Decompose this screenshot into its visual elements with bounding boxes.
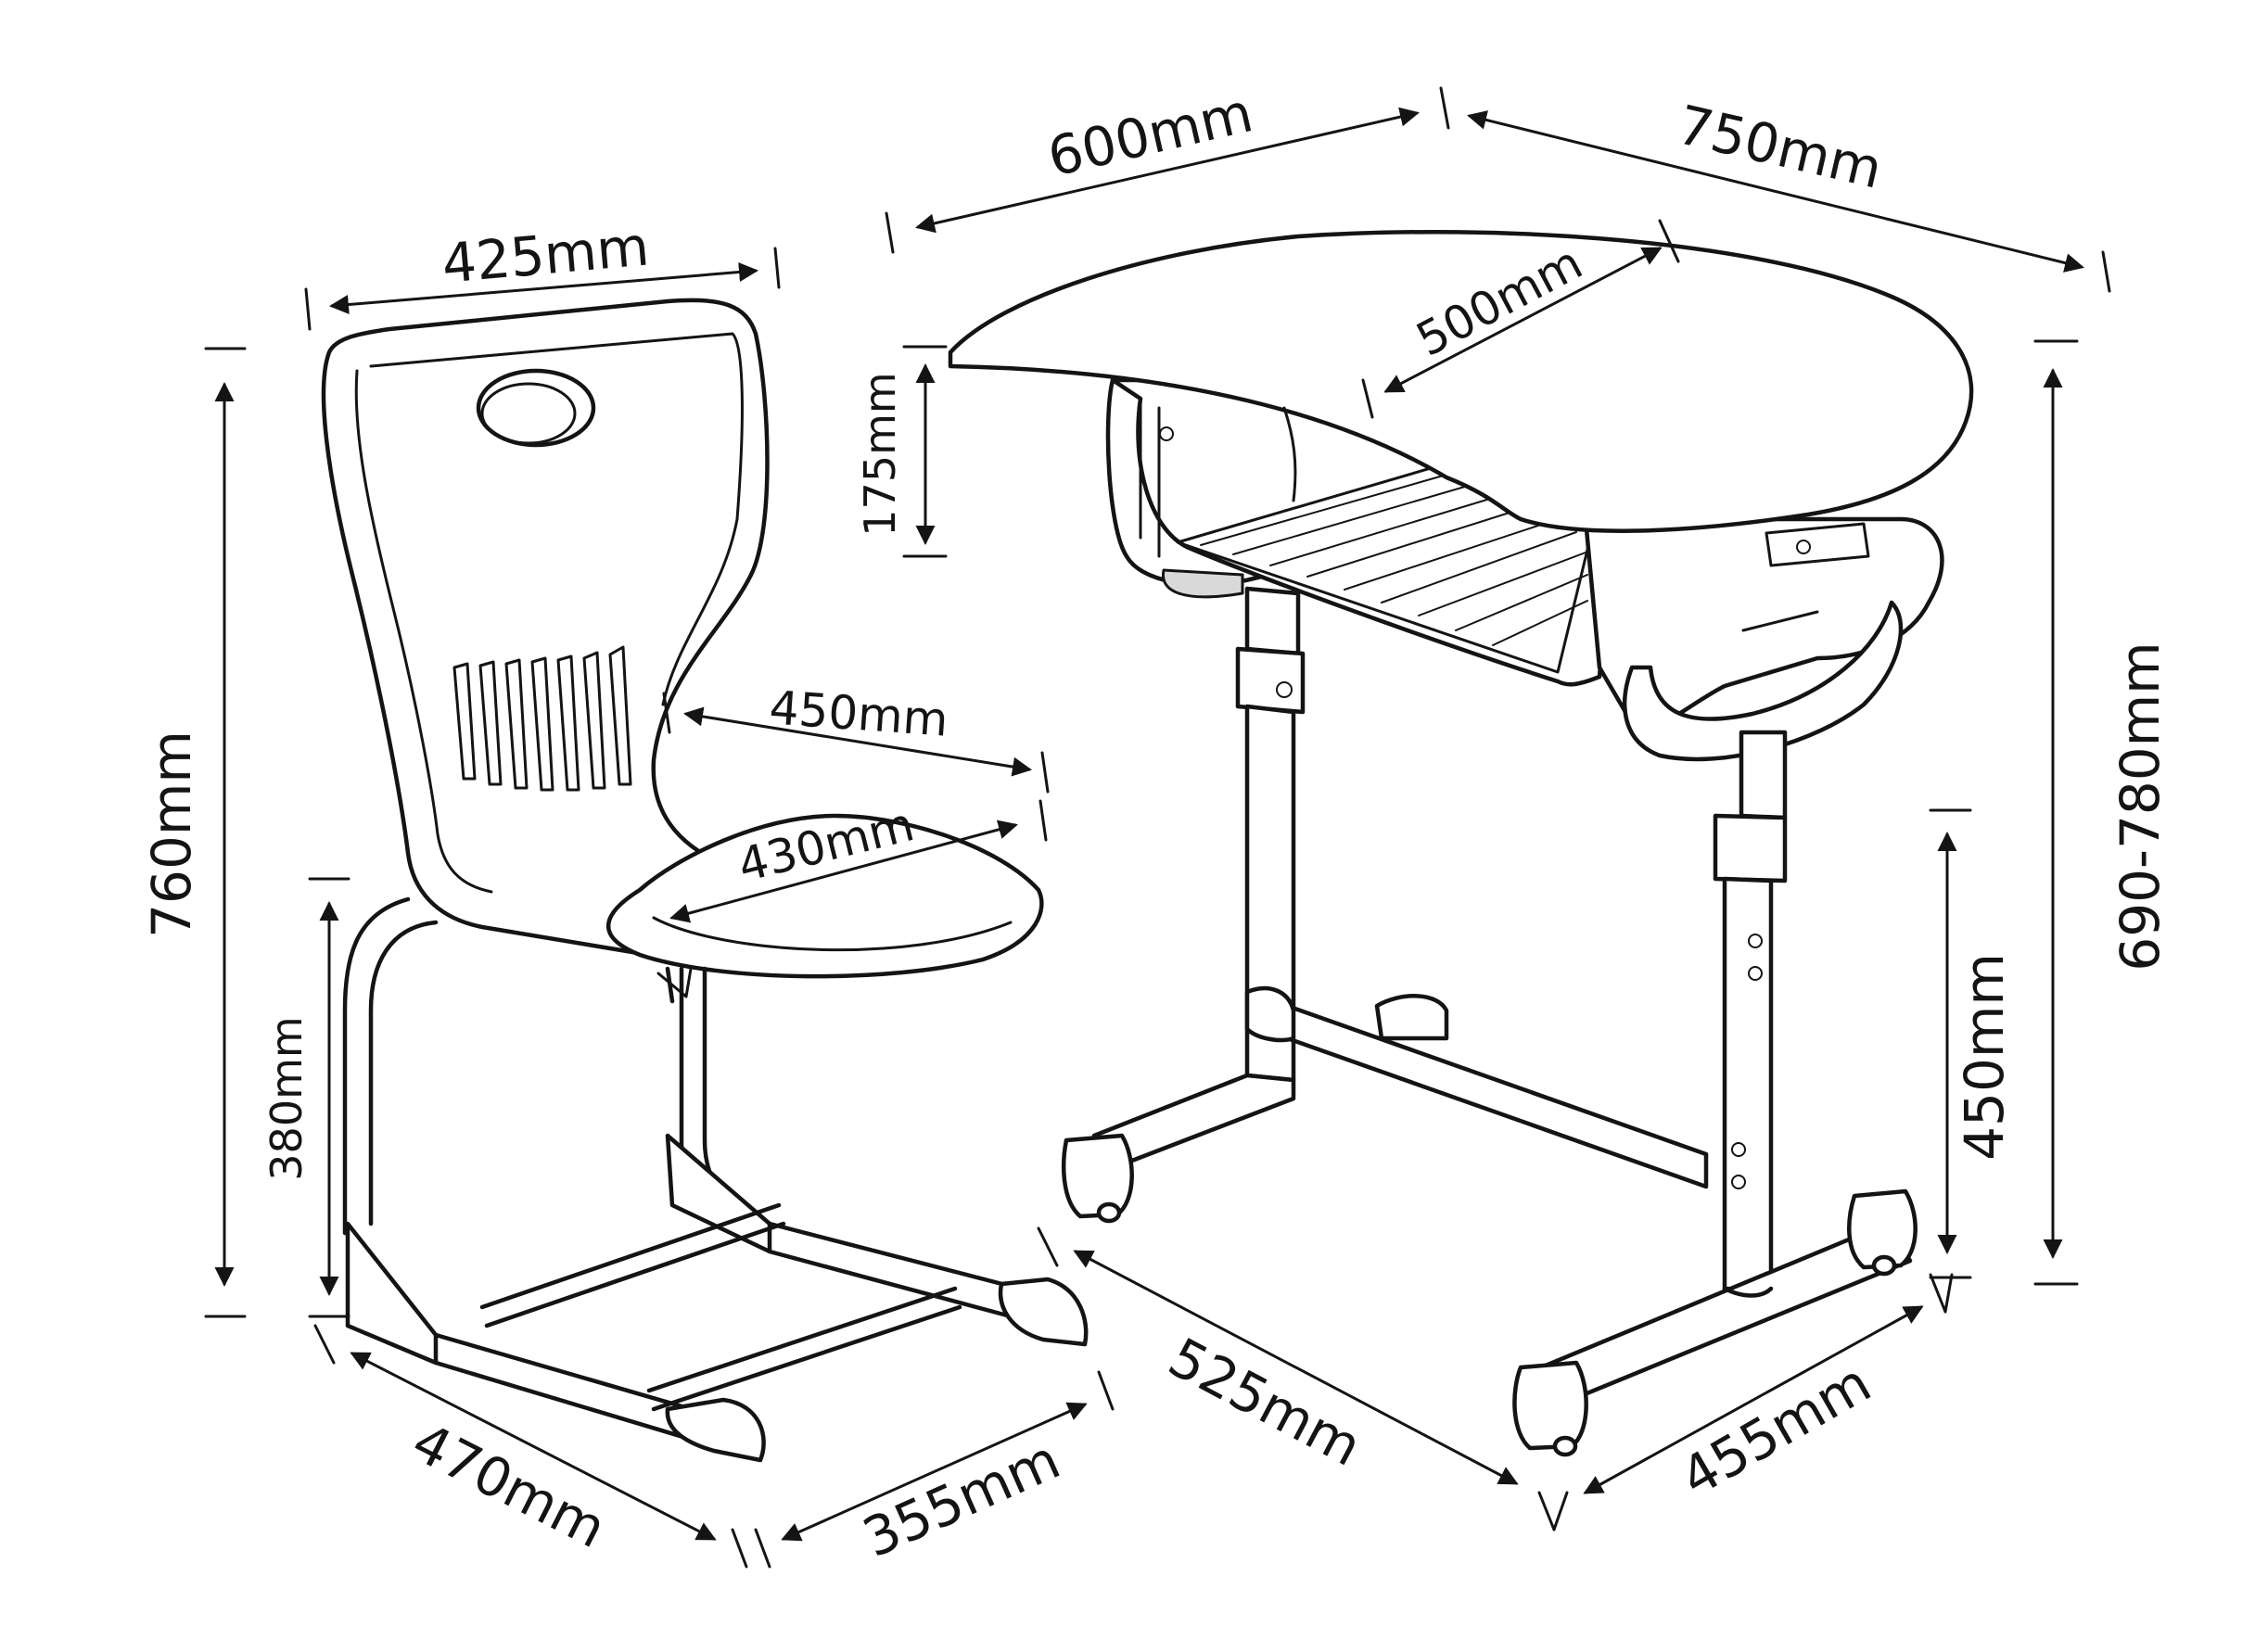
- chair-height-label: 760mm: [140, 731, 203, 938]
- desk-height-range-label: 690-780mm: [2109, 642, 2172, 971]
- chair-backrest-depth-label: 450mm: [768, 680, 949, 746]
- desk-leg-height-label: 450mm: [1953, 953, 2016, 1161]
- desk-dimension-lines: [885, 86, 2111, 1531]
- desk-base-length-label: 525mm: [1159, 1326, 1371, 1479]
- chair-seat-height-label: 380mm: [261, 1016, 312, 1180]
- chair-base-width-label: 355mm: [854, 1428, 1069, 1569]
- chair-dimension-lines: [204, 247, 1115, 1569]
- chair-back-vents: [452, 645, 632, 792]
- chair-handle-hole: [476, 368, 596, 448]
- desk-top-width-label: 750mm: [1672, 93, 1888, 201]
- desk-base-width-label: 455mm: [1670, 1351, 1881, 1509]
- desk-drawer-grid: [1200, 474, 1588, 646]
- desk-drawer-height-label: 175mm: [855, 372, 905, 536]
- desk-drawing: [948, 230, 1974, 1457]
- chair-drawing: [321, 298, 1089, 1463]
